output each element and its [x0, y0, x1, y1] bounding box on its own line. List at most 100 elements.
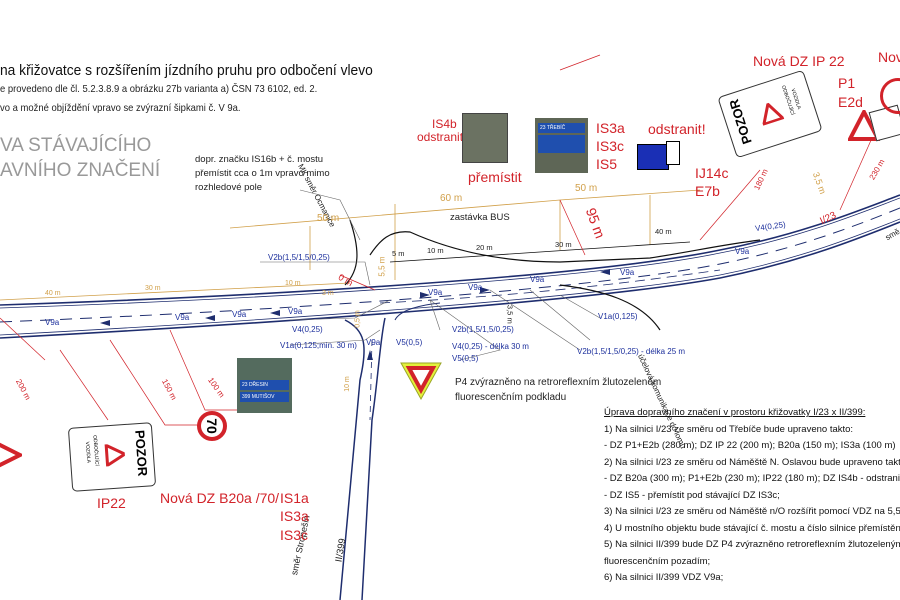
marking-v9a: V9a [530, 275, 545, 284]
dim-40m-left: 40 m [45, 290, 61, 297]
is3c-bottom-label: IS3c [280, 527, 309, 543]
section-title-2: AVNÍHO ZNAČENÍ [0, 160, 161, 181]
is5-label: IS5 [596, 156, 618, 172]
is1a-label: IS1a [280, 490, 309, 506]
legend: Úprava dopravního značení v prostoru kři… [604, 405, 900, 587]
side-roads [344, 219, 761, 331]
marking-v2b: V2b(1,5/1,5/0,25) [268, 253, 330, 262]
new-b20a-label: Nová DZ B20a /70/ [160, 490, 280, 506]
is3a-bottom-label: IS3a [280, 508, 309, 524]
v9a-arrows [100, 269, 610, 360]
e7b-label: E7b [695, 183, 720, 199]
legend-item: 5) Na silnici II/399 bude DZ P4 zvýrazně… [604, 539, 900, 550]
dim-40m: 40 m [655, 227, 672, 236]
move-label: přemístit [468, 169, 522, 185]
dim-10m: 10 m [427, 246, 444, 255]
dim-10m-left: 10 m [285, 280, 301, 287]
is3a-label: IS3a [596, 120, 625, 136]
plan-subtitle-2: vo a možné objíždění vpravo se zvýrazní … [0, 102, 241, 114]
dim-5m: 5 m [392, 249, 405, 258]
odbocujici-text: ODBOČUJÍCÍ [91, 434, 100, 467]
is16b-note-line: rozhledové pole [195, 182, 263, 193]
legend-item: 2) Na silnici I/23 ze směru od Náměště N… [604, 456, 900, 468]
ij14c-label: IJ14c [695, 165, 729, 181]
dim-3-5m-b: 3,5 m [505, 304, 515, 324]
is16b-note: dopr. značku IS16b + č. mostu přemístit … [195, 153, 330, 195]
vozidla-text: VOZIDLA [83, 441, 92, 464]
speed-limit-sign: 70 [197, 411, 227, 441]
legend-item: 1) Na silnici I/23 ze směru od Třebíče b… [604, 423, 854, 435]
legend-item: - DZ B20a (300 m); P1+E2b (230 m); IP22 … [604, 473, 900, 484]
dimension-lines [0, 189, 701, 301]
is4b-label: IS4b [432, 117, 457, 131]
marking-v2b-c: V2b(1,5/1,5/0,25) - délka 25 m [577, 347, 686, 356]
marking-v4-b: V4(0,25) - délka 30 m [452, 342, 529, 351]
marking-v9a: V9a [175, 313, 190, 322]
p4-note: P4 zvýrazněno na retroreflexním žlutozel… [455, 375, 661, 405]
plan-title: na křižovatce s rozšířením jízdního pruh… [0, 62, 373, 79]
give-way-sign-p4 [400, 362, 442, 400]
sign-is1a-photo: 23 DŘESIN 399 MUTIŠOV [237, 358, 292, 413]
dresin-panel: 23 DŘESIN [240, 380, 289, 390]
speed-limit-sign-right [880, 78, 900, 114]
ip22-label: IP22 [97, 495, 126, 511]
legend-item: 4) U mostního objektu bude stávající č. … [604, 522, 900, 534]
is16b-note-line: dopr. značku IS16b + č. mostu [195, 154, 324, 165]
dim-50m: 50 m [575, 183, 598, 194]
marking-v9a: V9a [428, 288, 443, 297]
warning-triangle-p1 [848, 110, 880, 141]
legend-item: - DZ P1+E2b (280 m); DZ IP 22 (200 m); B… [604, 440, 896, 451]
dim-60m-b: 60 m [440, 193, 463, 204]
dim-5-5m: 5,5 m [377, 256, 387, 277]
new-sign-label: Nová [878, 49, 900, 65]
dim-60m: 50 m [317, 213, 340, 224]
mutisov-panel: 399 MUTIŠOV [240, 392, 289, 402]
is16b-note-line: přemístit cca o 1m vpravo mimo [195, 168, 330, 179]
dim-0-5m: 0,5 m [354, 310, 362, 328]
section-title-1: VA STÁVAJÍCÍHO [0, 135, 152, 156]
p1-label: P1 [838, 75, 856, 91]
legend-item: 3) Na silnici I/23 ze směru od Náměště n… [604, 506, 900, 517]
is4b-remove-label: odstranit! [417, 130, 467, 144]
trebic-panel: 23 TŘEBÍČ [538, 123, 585, 133]
bus-stop-label: zastávka BUS [450, 212, 510, 223]
warning-triangle-icon [761, 101, 785, 126]
pozor-text: POZOR [726, 97, 755, 146]
sign-ij14c [637, 144, 669, 170]
legend-item: - DZ IS5 - přemístit pod stávající DZ IS… [604, 489, 780, 501]
distance-leaders [0, 54, 881, 426]
dim-20m: 20 m [476, 243, 493, 252]
marking-v4: V4(0,25) [292, 325, 323, 334]
marking-v1a-b: V1a(0,125) [598, 312, 638, 321]
legend-item: 6) Na silnici II/399 VDZ V9a; [604, 572, 724, 583]
sign-e7b [666, 141, 680, 165]
legend-item: fluorescenčním pozadím; [604, 555, 711, 567]
e2d-label: E2d [838, 94, 863, 110]
dim-10m-399: 10 m [343, 376, 351, 392]
marking-v5-b: V5(0,5) [452, 354, 479, 363]
main-road-i23 [0, 194, 900, 339]
p4-note-line: P4 zvýrazněno na retroreflexním žlutozel… [455, 377, 662, 388]
dim-3m: 3 m [322, 290, 334, 297]
marking-leaders [260, 189, 601, 361]
marking-v9a: V9a [45, 318, 60, 327]
sign-ip22-right: POZOR ODBOČUJÍCÍ VOZIDLA [717, 69, 823, 159]
marking-v2b-b: V2b(1,5/1,5/0,25) [452, 325, 514, 334]
p4-note-line: fluorescenčním podkladu [455, 392, 567, 403]
plan-subtitle-1: e provedeno dle čl. 5.2.3.8.9 a obrázku … [0, 83, 318, 95]
warning-triangle-icon [104, 443, 126, 467]
destination-panel [538, 135, 585, 153]
new-ip22-label: Nová DZ IP 22 [753, 53, 845, 69]
pozor-text: POZOR [132, 429, 151, 477]
sign-ip22-left: POZOR ODBOČUJÍCÍ VOZIDLA [67, 422, 157, 492]
warning-triangle-left [0, 442, 22, 468]
marking-v9a: V9a [620, 268, 635, 277]
marking-v9a: V9a [468, 283, 483, 292]
sign-is3-photo: 23 TŘEBÍČ [535, 118, 588, 173]
marking-v9a: V9a [288, 307, 303, 316]
dim-30m-left: 30 m [145, 285, 161, 292]
ij14c-remove-label: odstranit! [648, 121, 706, 137]
sign-is4b-photo [462, 113, 508, 163]
